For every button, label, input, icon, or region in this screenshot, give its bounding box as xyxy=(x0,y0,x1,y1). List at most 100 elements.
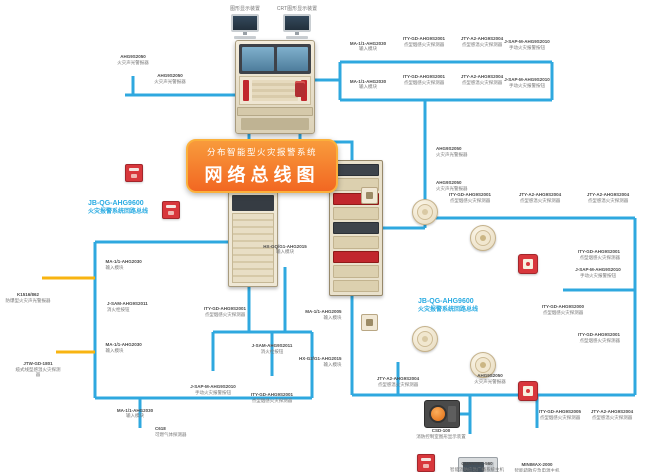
device-model: AHG9S2050 xyxy=(477,373,503,378)
device-desc: 点型感温火灾探测器 xyxy=(519,197,561,203)
device-desc: 点型感温火灾探测器 xyxy=(591,414,633,420)
device-desc: 防爆型火灾声光警报器 xyxy=(5,297,51,303)
device-desc: 点型烟感火灾探测器 xyxy=(204,311,246,317)
loop-controller-cabinet xyxy=(228,191,278,287)
graphic-workstation xyxy=(230,14,260,39)
device-model: ITY-GD-AHG9S2001 xyxy=(577,332,620,337)
device-desc: 输入模块 xyxy=(276,249,294,254)
sounder-strobe-icon xyxy=(125,164,143,182)
broadcast-host xyxy=(458,457,498,472)
device-desc: 火灾声光警报器 xyxy=(474,378,506,384)
equipment-model: QUANTEC-560 xyxy=(461,461,493,466)
device-model: J-SAM-AHG9S2011 xyxy=(107,301,148,306)
equipment-desc: 智能消防应急广播系统主机 xyxy=(450,466,504,472)
device-desc: 点型烟感火灾探测器 xyxy=(251,397,293,403)
device-model: JTY-A2-AHG9S2004 xyxy=(518,192,562,197)
banner-title: 网络总线图 xyxy=(204,164,320,185)
graphic-workstation xyxy=(282,14,312,39)
device-model: AHG9S2050 xyxy=(120,54,146,59)
device-model: ITY-GD-AHG9S2001 xyxy=(250,392,293,397)
device-desc: 消火栓按钮 xyxy=(107,306,130,312)
loop-bus-label: JB-QG-AHG9600 火灾报警系统回路总线 xyxy=(88,200,148,216)
device-model: J-SAP-M-AHG9S2010 xyxy=(504,39,550,44)
device-desc: 手动火灾报警按钮 xyxy=(195,389,231,395)
device-model: JTY-A2-AHG9S2004 xyxy=(460,74,504,79)
device-desc: 点型烟感火灾探测器 xyxy=(579,337,621,343)
loop-desc: 火灾报警系统回路总线 xyxy=(88,209,149,215)
device-model: ITY-GD-AHG9S2001 xyxy=(203,306,246,311)
smoke-detector-icon xyxy=(412,199,438,225)
device-model: MA-1/1-AHG2030 xyxy=(349,78,387,84)
device-model: JTW-GD-1801 xyxy=(23,361,53,366)
manual-call-point-icon xyxy=(518,381,538,401)
input-module-icon xyxy=(360,313,378,331)
device-model: ITY-GD-AHG9S2001 xyxy=(577,249,620,254)
loop-model: JB-QG-AHG9600 xyxy=(88,200,144,207)
device-desc: 点型烟感火灾探测器 xyxy=(579,254,621,260)
device-desc: 输入模块 xyxy=(359,46,377,51)
workstation-label: 图形显示装置 xyxy=(229,6,260,12)
equipment-desc: 智能疏散应急电源主机 xyxy=(514,467,560,472)
equipment-desc: 消防控制室图形显示装置 xyxy=(416,433,466,439)
device-desc: 手动火灾报警按钮 xyxy=(580,272,616,278)
fire-alarm-control-console xyxy=(235,40,315,134)
device-desc: 点型烟感火灾探测器 xyxy=(542,309,584,315)
input-module-icon xyxy=(360,186,378,204)
device-desc: 消火栓按钮 xyxy=(260,348,284,354)
device-desc: 点型感温火灾探测器 xyxy=(461,79,503,85)
device-model: ITY-GD-AHG9S2001 xyxy=(448,192,491,197)
sounder-strobe-icon xyxy=(417,454,435,472)
keyboard-icon xyxy=(234,36,256,39)
device-desc: 缆式线型感温火灾探测器 xyxy=(15,366,61,378)
device-model: MA-1/1-AHG2005 xyxy=(305,309,342,314)
heat-detector-icon xyxy=(470,225,496,251)
device-desc: 输入模块 xyxy=(359,84,377,89)
device-desc: 手动火灾报警按钮 xyxy=(509,44,545,50)
device-model: JTY-A2-AHG9S2004 xyxy=(460,36,504,41)
device-model: AHG9S2050 xyxy=(157,73,183,78)
title-banner: 分布智能型火灾报警系统 网络总线图 xyxy=(186,139,338,193)
device-model: J-SAP-M-AHG9S2010 xyxy=(190,384,236,389)
monitor-stand xyxy=(295,32,299,35)
device-desc: 输入模块 xyxy=(105,264,124,270)
monitor-icon xyxy=(283,14,311,32)
monitor-stand xyxy=(243,32,247,35)
loop-model: JB-QG-AHG9600 xyxy=(418,298,474,305)
device-desc: 手动火灾报警按钮 xyxy=(509,82,545,88)
device-desc: 点型烟感火灾探测器 xyxy=(403,41,445,47)
device-desc: 点型感温火灾探测器 xyxy=(587,197,629,203)
device-model: ITY-GD-AHG9S2005 xyxy=(538,409,581,414)
device-model: JTY-A2-AHG9S2004 xyxy=(586,192,630,197)
equipment-model: CSD-100 xyxy=(431,428,451,433)
device-desc: 点型烟感火灾探测器 xyxy=(403,79,445,85)
device-model: MA-1/1-AHG2030 xyxy=(105,259,142,264)
device-desc: 火灾声光警报器 xyxy=(436,151,468,157)
